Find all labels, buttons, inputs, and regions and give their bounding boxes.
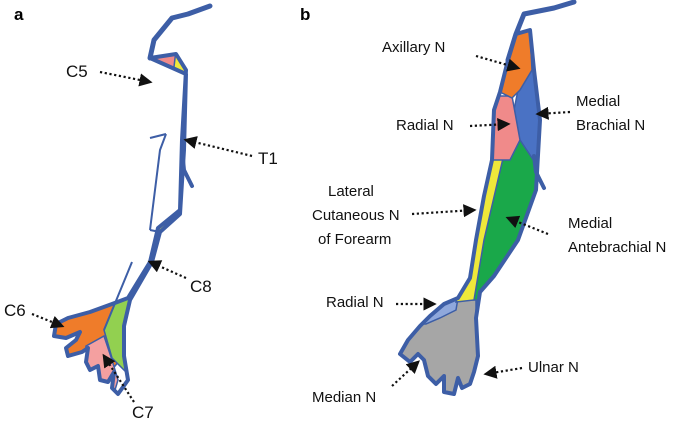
seam-t1-c6 [149,133,167,231]
label-ulnar: Ulnar N [528,359,579,376]
arrow-radial-upper [469,117,511,132]
zone-c8 [103,212,186,374]
label-median: Median N [312,389,376,406]
arrow-medial-brachial [535,106,571,120]
label-radial-lower: Radial N [326,294,384,311]
label-axillary: Axillary N [382,39,445,56]
arrow-ulnar [483,365,523,379]
arrow-c8 [147,260,187,280]
arrow-c6 [31,312,65,329]
label-lateral-1: Lateral [328,183,374,200]
panel-b-letter: b [300,5,310,24]
panel-a-shoulder-line [147,3,213,61]
panel-a-letter: a [14,5,24,24]
arrow-lateral [411,204,477,218]
elbow-hook-a [180,148,194,188]
arrow-c5 [99,70,153,87]
arrow-t1 [183,136,253,158]
label-t1: T1 [258,149,278,168]
arrow-median [391,360,420,387]
elbow-hook-b [532,154,546,190]
label-c8: C8 [190,277,212,296]
zone-t1 [149,54,186,233]
label-c7: C7 [132,403,154,422]
panel-b: b Axillary N Radial N [300,0,666,406]
label-medial-brachial-1: Medial [576,93,620,110]
label-medial-brachial-2: Brachial N [576,117,645,134]
label-c5: C5 [66,62,88,81]
label-lateral-3: of Forearm [318,231,391,248]
seam-c5 [149,133,167,139]
label-medial-ante-2: Antebrachial N [568,239,666,256]
label-c6: C6 [4,301,26,320]
arm-b-outline [398,28,542,396]
panel-a: a C5 T1 C8 C6 [4,3,278,422]
label-radial-upper: Radial N [396,117,454,134]
label-medial-ante-1: Medial [568,215,612,232]
label-lateral-2: Cutaneous N [312,207,400,224]
